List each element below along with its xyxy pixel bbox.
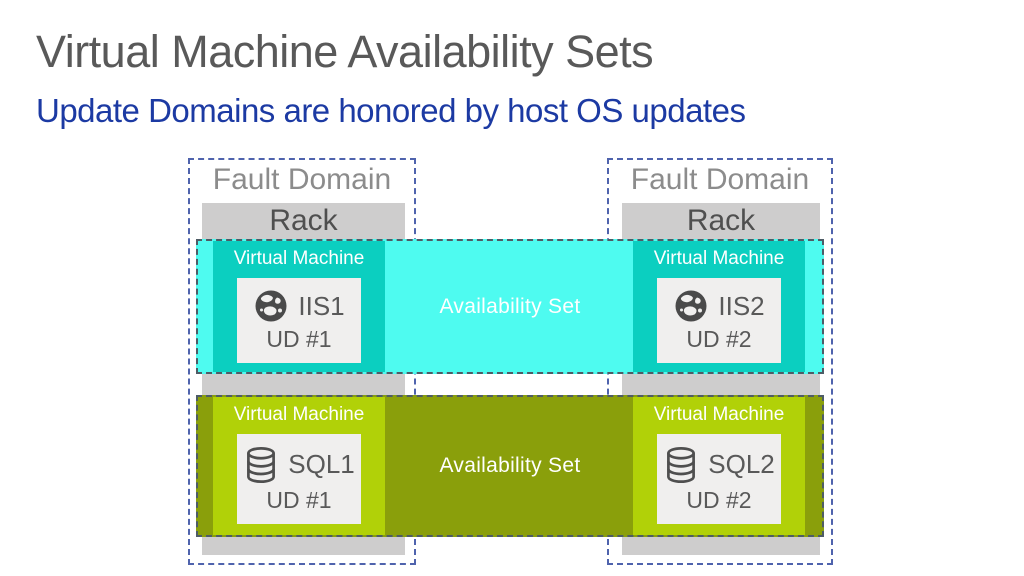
fault-domain-1-label: Fault Domain: [212, 163, 392, 196]
vm-sql2-title: Virtual Machine: [653, 404, 785, 425]
vm-sql1-card: SQL1 UD #1: [237, 434, 361, 524]
vm-iis1-name: IIS1: [298, 290, 345, 321]
vm-sql2-update-domain: UD #2: [686, 486, 752, 513]
vm-iis2-name: IIS2: [718, 290, 765, 321]
globe-icon: [255, 290, 287, 322]
vm-sql1-name: SQL1: [288, 449, 355, 479]
availability-set-bottom-label: Availability Set: [439, 454, 581, 477]
vm-sql1: Virtual Machine SQL1 UD #1: [213, 397, 385, 535]
page-title: Virtual Machine Availability Sets: [36, 26, 654, 77]
availability-set-bottom: Virtual Machine SQL1 UD #1 Availability …: [196, 395, 824, 537]
vm-iis1-card: IIS1 UD #1: [237, 278, 361, 363]
rack-2-label: Rack: [686, 204, 756, 237]
vm-sql2-card: SQL2 UD #2: [657, 434, 781, 524]
fault-domain-2-label: Fault Domain: [630, 163, 810, 196]
vm-iis2-update-domain: UD #2: [686, 326, 752, 352]
vm-sql1-update-domain: UD #1: [266, 486, 332, 513]
availability-set-top-label: Availability Set: [439, 294, 581, 318]
database-icon: [667, 446, 696, 483]
vm-sql2-name: SQL2: [708, 449, 775, 479]
vm-iis2-title: Virtual Machine: [653, 248, 785, 269]
database-icon: [247, 446, 276, 483]
vm-iis1-title: Virtual Machine: [233, 248, 365, 269]
vm-sql2: Virtual Machine SQL2 UD #2: [633, 397, 805, 535]
vm-iis2-card: IIS2 UD #2: [657, 278, 781, 363]
vm-iis1-update-domain: UD #1: [266, 326, 332, 352]
vm-iis2: Virtual Machine IIS2 UD #2: [633, 241, 805, 372]
vm-sql1-title: Virtual Machine: [233, 404, 365, 425]
availability-set-top: Virtual Machine IIS1 UD #1 Availability …: [196, 239, 824, 374]
rack-1-label: Rack: [269, 204, 338, 237]
globe-icon: [675, 290, 707, 322]
page-subtitle: Update Domains are honored by host OS up…: [36, 92, 746, 129]
vm-iis1: Virtual Machine IIS1 UD #1: [213, 241, 385, 372]
